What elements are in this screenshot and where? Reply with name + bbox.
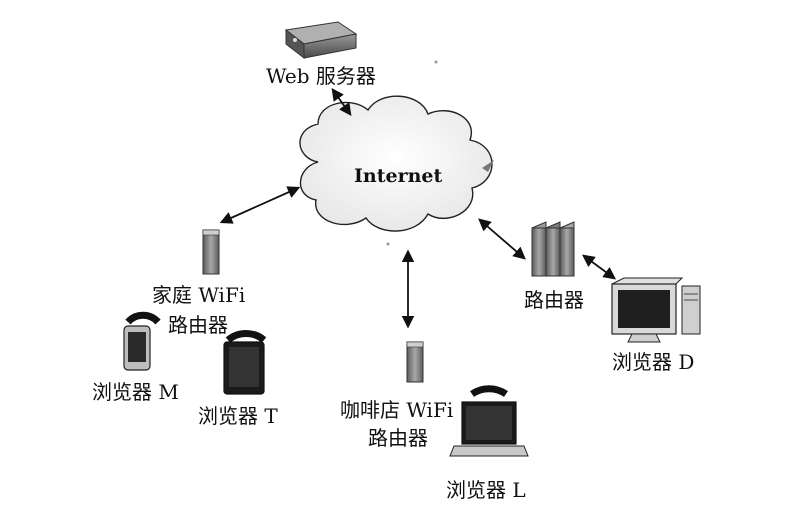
browser-t-label: 浏览器 T [198,404,278,428]
link-router-browser-d [581,254,617,280]
router-label: 路由器 [524,288,584,312]
internet-label: Internet [354,165,443,187]
wifi-router-icon [202,229,220,275]
cafe-router-label-line2: 路由器 [368,426,428,450]
link-router-internet [478,218,526,260]
server-icon [284,21,358,60]
wifi-router-icon [406,341,424,383]
link-home-router-internet [219,186,301,224]
smartphone-icon [123,311,161,371]
desktop-computer-icon [611,277,701,343]
router-rack-icon [531,221,575,277]
home-router-label-line1: 家庭 WiFi [152,283,246,307]
cafe-router-label-line1: 咖啡店 WiFi [340,398,454,422]
home-router-label-line2: 路由器 [168,313,228,337]
tablet-icon [223,330,267,395]
link-webserver-internet [331,87,352,117]
browser-m-label: 浏览器 M [92,380,179,404]
laptop-icon [449,385,529,457]
web-server-label: Web 服务器 [266,64,376,88]
browser-l-label: 浏览器 L [446,478,526,502]
browser-d-label: 浏览器 D [612,350,695,374]
